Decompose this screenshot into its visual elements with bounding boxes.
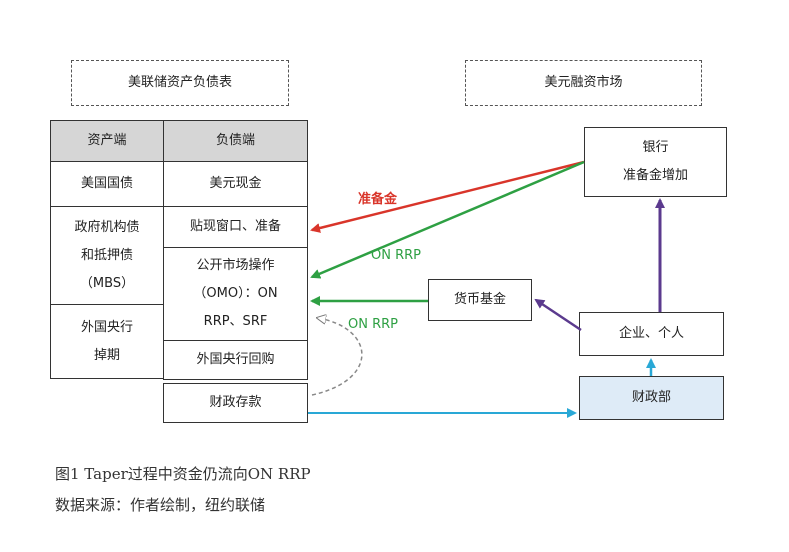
on-rrp-arrow-from-bank	[310, 160, 585, 279]
fed-balance-sheet-title: 美联储资产负债表	[71, 60, 289, 106]
asset-mbs-line3: （MBS）	[79, 275, 135, 291]
treasury-text: 财政部	[631, 390, 671, 405]
asset-header-text: 资产端	[87, 133, 127, 148]
mmf-box: 货币基金	[428, 279, 532, 321]
fed-balance-sheet-title-text: 美联储资产负债表	[127, 75, 232, 90]
liability-omo-line1: 公开市场操作	[196, 258, 275, 273]
dollar-market-title-text: 美元融资市场	[544, 75, 623, 90]
liability-foreign-repo-text: 外国央行回购	[196, 352, 275, 367]
on-rrp-label-1: ON RRP	[371, 248, 421, 263]
asset-swap-line1: 外国央行	[80, 319, 133, 335]
bank-line2: 准备金增加	[622, 168, 688, 183]
asset-foreign-swap: 外国央行 掉期	[50, 304, 164, 379]
figure-caption: 图1 Taper过程中资金仍流向ON RRP	[55, 465, 311, 483]
asset-mbs-line1: 政府机构债	[74, 219, 140, 235]
asset-treasuries-text: 美国国债	[80, 176, 133, 191]
liability-currency-text: 美元现金	[209, 176, 262, 191]
liability-omo-line3: RRP、SRF	[203, 314, 268, 329]
liability-tga-text: 财政存款	[209, 395, 262, 410]
asset-header: 资产端	[50, 120, 164, 162]
dollar-market-title: 美元融资市场	[465, 60, 702, 106]
liability-discount-window: 贴现窗口、准备	[163, 206, 308, 248]
on-rrp-label-2: ON RRP	[348, 317, 398, 332]
corp-text: 企业、个人	[618, 326, 684, 341]
treasury-box: 财政部	[579, 376, 724, 420]
bank-box: 银行 准备金增加	[584, 127, 727, 197]
liability-tga: 财政存款	[163, 383, 308, 423]
reserves-label: 准备金	[358, 192, 398, 207]
asset-swap-line2: 掉期	[93, 347, 120, 363]
liability-currency: 美元现金	[163, 161, 308, 207]
liability-header-text: 负债端	[215, 133, 255, 148]
asset-mbs-line2: 和抵押债	[80, 247, 133, 263]
liability-omo: 公开市场操作 （OMO）：ON RRP、SRF	[163, 247, 308, 341]
mmf-text: 货币基金	[453, 292, 506, 307]
reserves-arrow	[310, 160, 585, 233]
asset-mbs: 政府机构债 和抵押债 （MBS）	[50, 206, 164, 305]
tga-to-omo-curve	[311, 318, 363, 396]
source-caption: 数据来源：作者绘制，纽约联储	[55, 496, 266, 514]
corp-to-mmf-arrow	[534, 298, 582, 332]
liability-omo-line2: （OMO）：ON	[193, 286, 278, 301]
corp-box: 企业、个人	[579, 312, 724, 356]
bank-line1: 银行	[642, 140, 669, 155]
liability-foreign-repo: 外国央行回购	[163, 340, 308, 380]
liability-discount-window-text: 贴现窗口、准备	[189, 219, 281, 234]
